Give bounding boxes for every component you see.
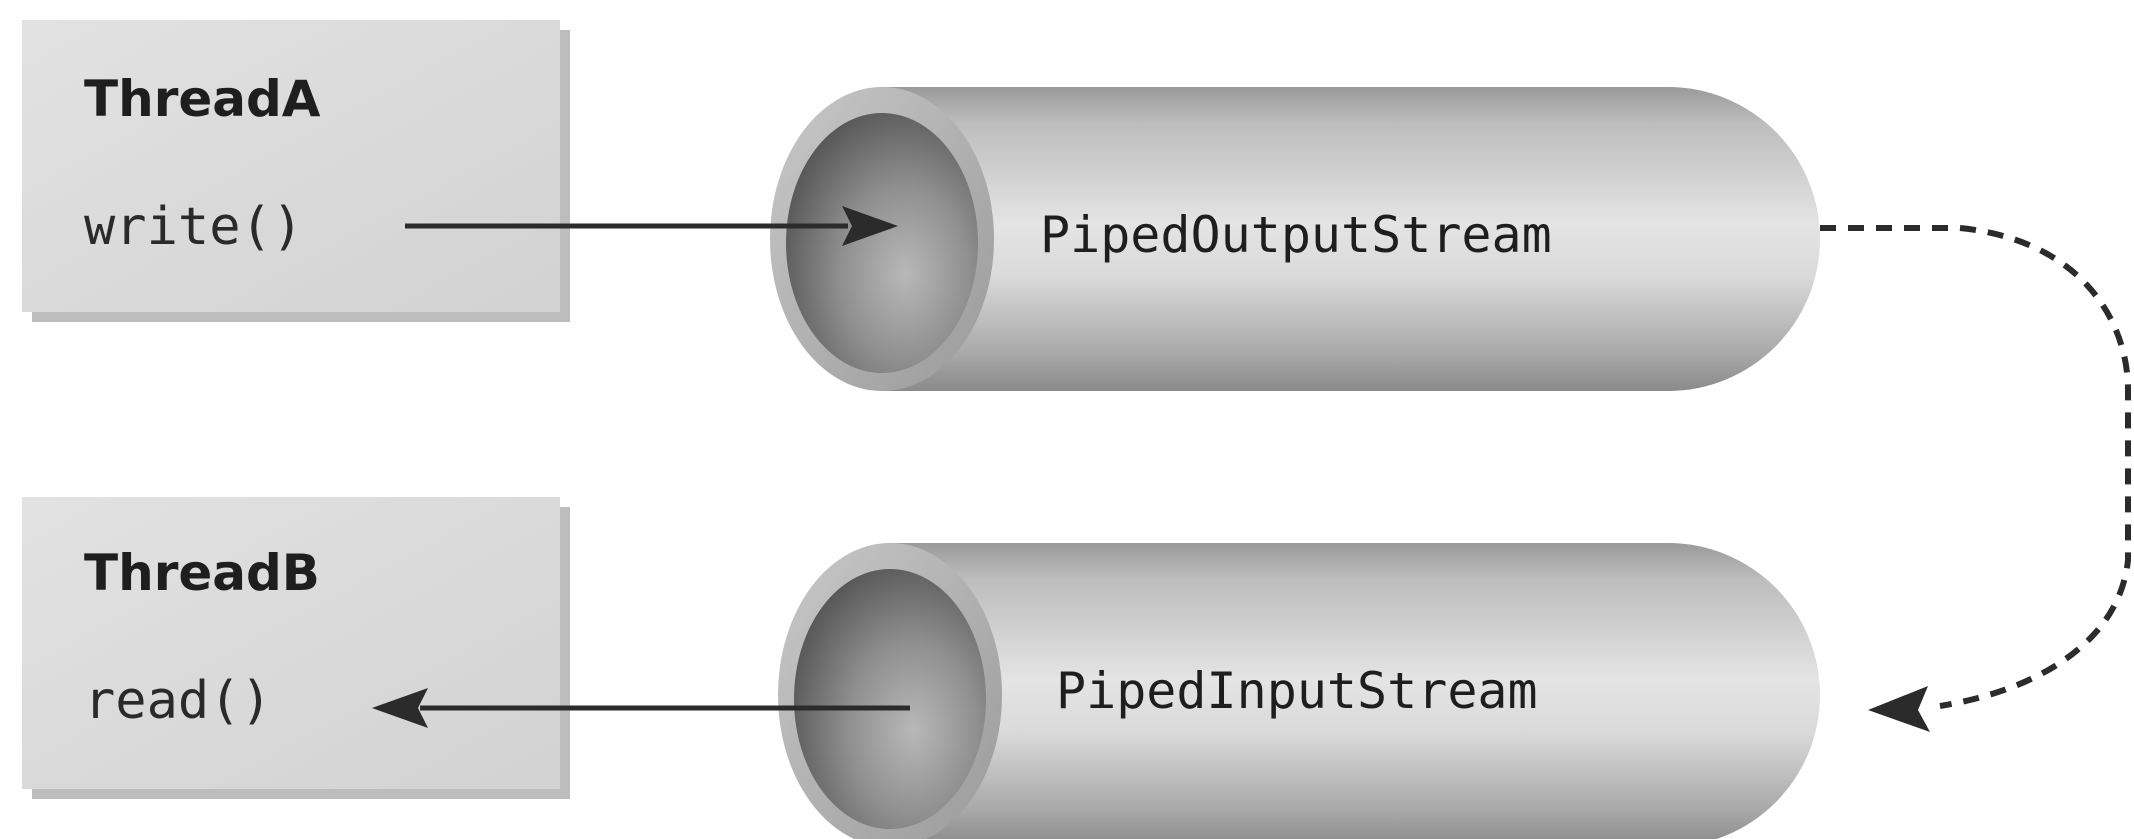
thread-b-method: read()	[84, 671, 272, 731]
piped-output-stream-pipe: PipedOutputStream	[770, 87, 1820, 391]
pipe-connection-arrow	[1820, 225, 2131, 732]
thread-a-method: write()	[84, 197, 303, 257]
input-stream-label: PipedInputStream	[1056, 662, 1538, 720]
read-arrow	[372, 688, 910, 728]
thread-a-name: ThreadA	[84, 70, 321, 128]
output-stream-label: PipedOutputStream	[1040, 206, 1552, 264]
thread-b-name: ThreadB	[84, 544, 320, 602]
thread-a-box: ThreadA write()	[22, 20, 570, 322]
thread-b-box: ThreadB read()	[22, 497, 570, 799]
write-arrow	[405, 206, 898, 246]
piped-input-stream-pipe: PipedInputStream	[778, 543, 1820, 839]
